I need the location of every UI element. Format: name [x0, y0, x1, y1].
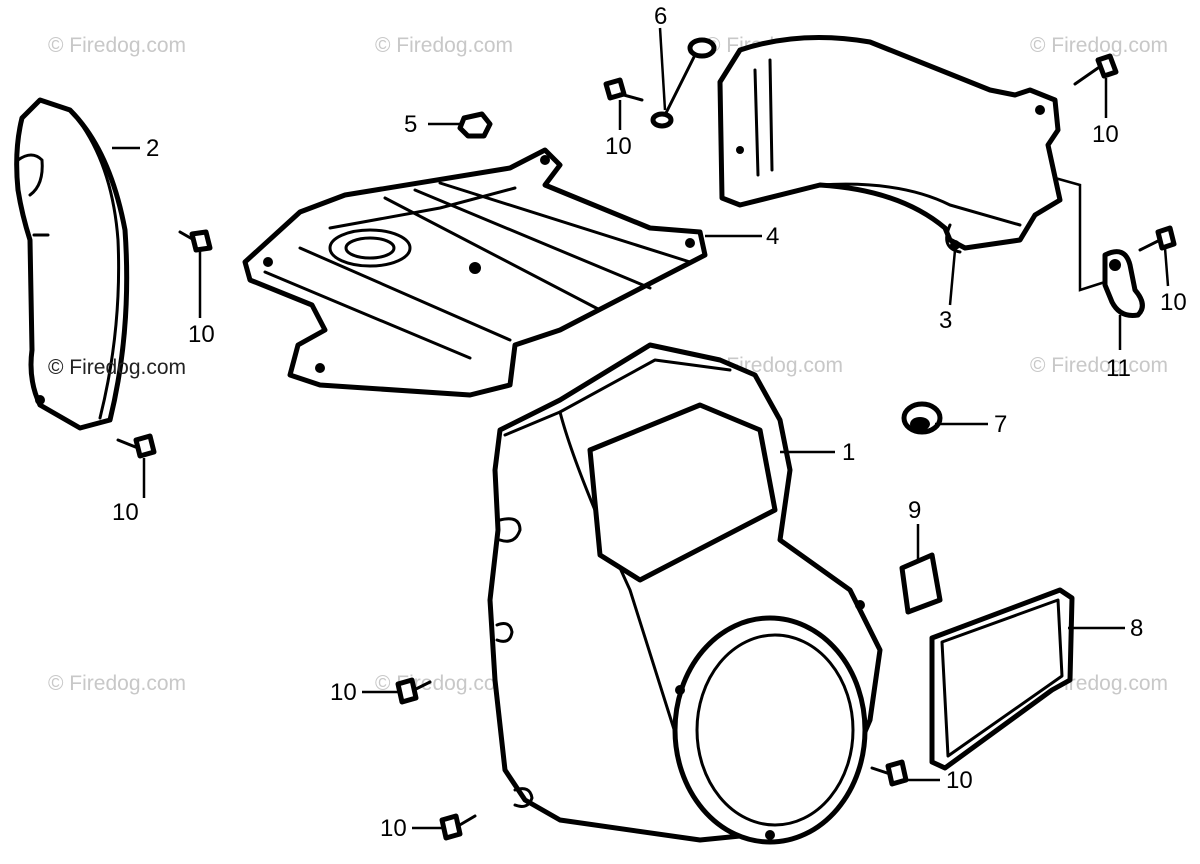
callout-10: 10 [1160, 289, 1187, 316]
watermark: © Firedog.com [48, 672, 186, 695]
callout-1: 1 [842, 439, 855, 466]
part-8-gasket [929, 587, 1075, 771]
callout-7: 7 [994, 411, 1007, 438]
callout-5: 5 [404, 111, 417, 138]
watermark: © Firedog.com [1030, 34, 1168, 57]
part-3-upper-shroud [717, 35, 1063, 254]
callout-2: 2 [146, 135, 159, 162]
watermark: © Firedog.com [48, 356, 186, 379]
callout-3: 3 [939, 307, 952, 334]
bolt-icon [870, 759, 909, 787]
callout-9: 9 [908, 497, 921, 524]
callout-6: 6 [654, 3, 667, 30]
part-1-fan-cover [487, 342, 883, 845]
watermark: © Firedog.com [1030, 354, 1168, 377]
part-6-wire-link [650, 37, 717, 129]
bolt-icon [116, 433, 157, 459]
bolt-icon [439, 813, 477, 841]
bolt-icon [1138, 225, 1177, 252]
bolt-icon [178, 229, 213, 253]
callout-8: 8 [1130, 615, 1143, 642]
callout-10: 10 [330, 679, 357, 706]
leader-lines [112, 27, 1170, 830]
part-7-grommet [901, 401, 943, 435]
part-11-wire-clip [1054, 176, 1145, 318]
callout-10: 10 [188, 321, 215, 348]
watermark: © Firedog.com [48, 34, 186, 57]
watermark: © Firedog.com [375, 34, 513, 57]
part-9-pad [899, 552, 943, 615]
bolt-icon [1073, 53, 1119, 86]
part-4-base-plate [242, 147, 708, 398]
callouts: 1 2 3 4 5 6 7 8 9 11 10 10 10 10 10 10 1… [112, 3, 1187, 842]
bolt-icon [603, 77, 644, 102]
callout-10: 10 [1092, 121, 1119, 148]
bolt-icon [395, 677, 432, 705]
callout-4: 4 [766, 223, 779, 250]
callout-10: 10 [380, 815, 407, 842]
part-5-nut [457, 111, 493, 139]
part-2-side-shroud [14, 97, 130, 431]
callout-10: 10 [605, 133, 632, 160]
callout-10: 10 [112, 499, 139, 526]
callout-11: 11 [1106, 355, 1131, 382]
callout-10: 10 [946, 767, 973, 794]
bolts [116, 53, 1177, 841]
